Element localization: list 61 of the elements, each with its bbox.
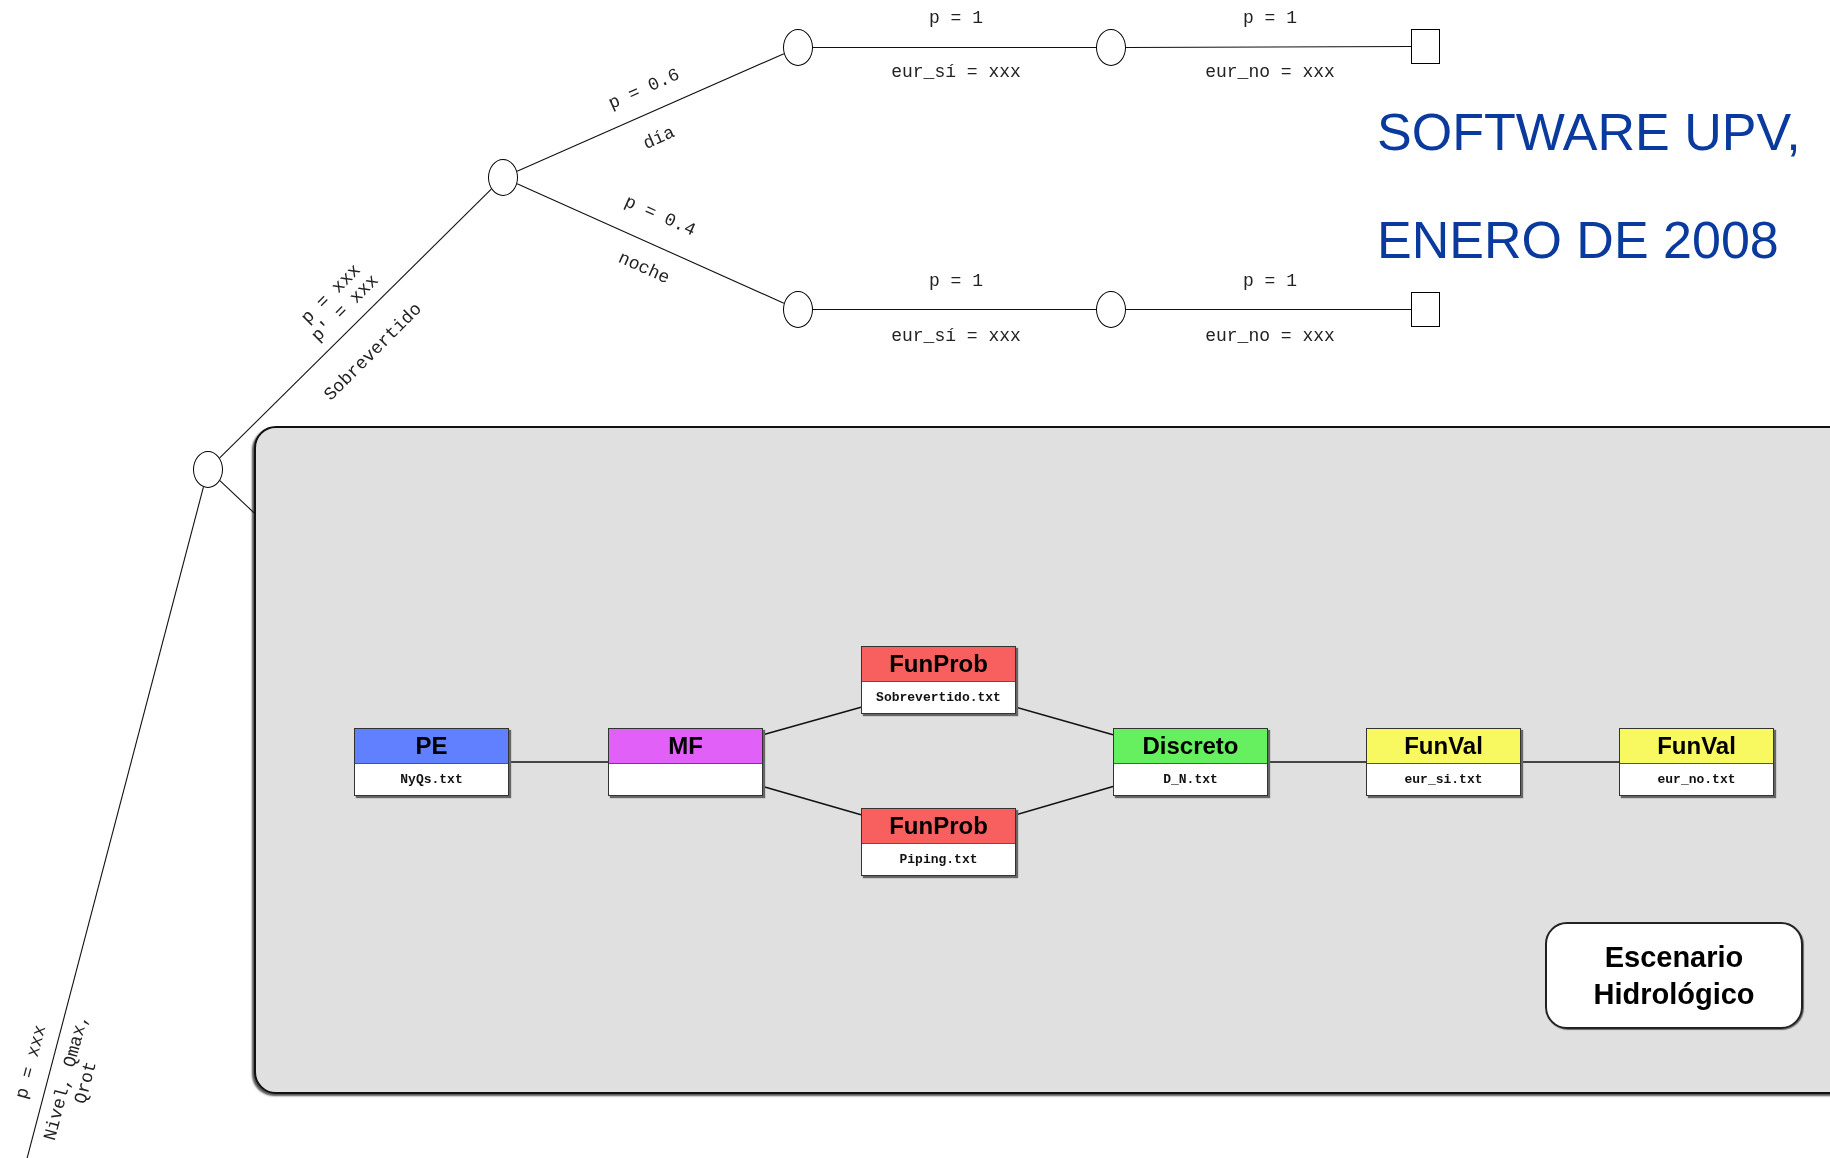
connector-line [812,308,1097,311]
module-heading: FunVal [1620,729,1773,764]
module-box [1113,728,1268,796]
scenario-label-box [1545,922,1803,1029]
module-heading: Discreto [1114,729,1267,764]
edge-label: p = 1 [929,271,983,291]
file-name: eur_no.txt [1657,772,1736,787]
branch-label: noche [615,247,673,289]
connector-line [516,183,785,304]
scenario-title: Escenario Hidrológico [1592,940,1756,1012]
connector-line [219,480,255,514]
connector-line [219,188,492,459]
module-box [861,646,1016,714]
connector-line [1015,785,1114,816]
edge-label: p = 1 [1243,271,1297,291]
module-heading: FunProb [862,809,1015,844]
connector-line [516,53,785,172]
connector-line [1015,706,1114,736]
chance-node-circle [783,291,813,328]
branch-label: eur_no = xxx [1205,326,1335,346]
module-heading: PE [355,729,508,764]
edge-label: p = 0.6 [605,64,683,114]
chance-node-circle [1096,291,1126,328]
module-heading: FunVal [1367,729,1520,764]
connector-line [812,46,1097,49]
chance-node-circle [488,159,518,196]
connector-line [1125,45,1412,49]
title-text: SOFTWARE UPV, [1377,102,1801,162]
connector-line [762,706,862,736]
file-name: eur_si.txt [1404,772,1483,787]
module-box [354,728,509,796]
module-heading: FunProb [862,647,1015,682]
chance-node-circle [783,29,813,66]
branch-label: eur_no = xxx [1205,62,1335,82]
connector-line [508,761,609,763]
connector-line [1520,761,1620,763]
connector-line [1125,308,1412,311]
file-name: D_N.txt [1163,772,1218,787]
module-box [861,808,1016,876]
module-box [608,728,763,796]
file-name: Piping.txt [899,852,978,867]
module-heading: MF [609,729,762,764]
module-box [1366,728,1521,796]
edge-label: p = 1 [929,8,983,28]
file-name: NyQs.txt [400,772,463,787]
edge-label: p = 1 [1243,8,1297,28]
branch-label: eur_sí = xxx [891,62,1021,82]
file-name: Sobrevertido.txt [876,690,1001,705]
terminal-node-square [1411,29,1440,64]
scenario-panel [254,426,1830,1094]
connector-line [1267,761,1367,763]
branch-label: eur_sí = xxx [891,326,1021,346]
chance-node-circle [1096,29,1126,66]
edge-label: p = 0.4 [621,191,699,241]
title-text: ENERO DE 2008 [1377,210,1779,270]
module-box [1619,728,1774,796]
chance-node-circle [193,451,223,488]
edge-label: p = xxx [11,1022,51,1102]
terminal-node-square [1411,292,1440,327]
connector-line [762,785,862,816]
branch-label: día [640,122,678,154]
